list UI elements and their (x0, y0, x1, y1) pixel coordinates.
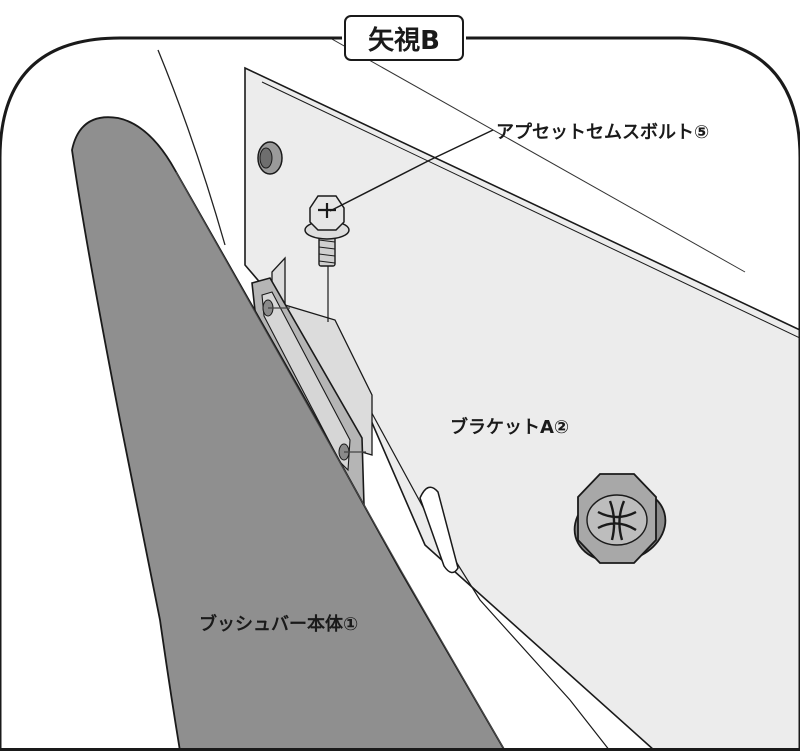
mounting-rail-slot (261, 291, 351, 472)
view-title-box: 矢視B (344, 15, 464, 61)
bracket-plate (244, 66, 800, 751)
frame-bottom-edge (0, 748, 800, 751)
grommet-icon (257, 141, 283, 175)
view-title: 矢視B (368, 25, 440, 56)
background-contour-line (329, 38, 746, 273)
scene (71, 38, 800, 751)
bolt-label: アプセットセムスボルト⑤ (496, 122, 710, 143)
push-bar-body (71, 116, 507, 751)
push-bar-label: ブッシュバー本体① (199, 614, 359, 635)
hex-bolt-icon (573, 473, 667, 564)
push-bar-highlight (175, 171, 506, 751)
bracket-plate-fold-line (261, 81, 800, 339)
bracket-slot (419, 486, 459, 574)
bracket-label: ブラケットA② (450, 417, 570, 438)
detail-frame (0, 36, 800, 751)
bolt-leader-line (329, 129, 494, 212)
bracket-inner-edge (361, 394, 611, 751)
body-panel-edge (157, 49, 226, 246)
sems-bolt-icon (304, 195, 350, 267)
